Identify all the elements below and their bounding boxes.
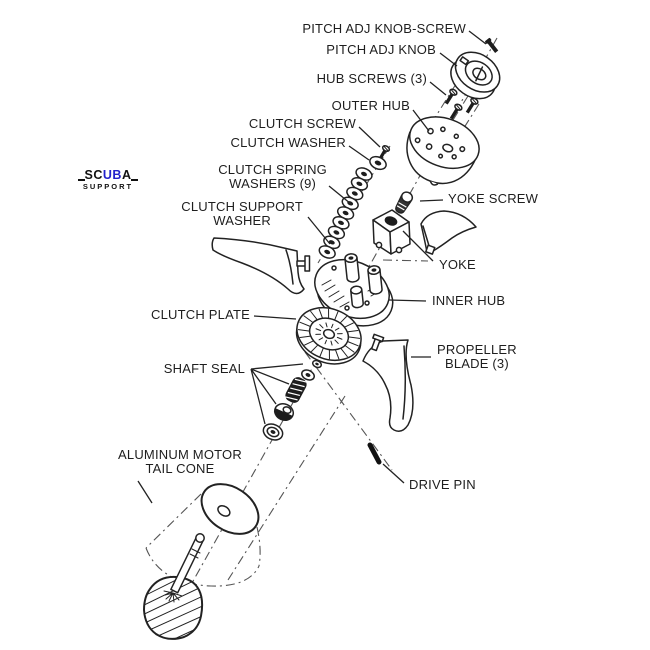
logo-letter: A: [121, 168, 132, 182]
label-propeller-blade: PROPELLER BLADE (3): [437, 342, 517, 371]
shaft-seal-spring-part: [285, 377, 308, 403]
label-inner-hub: INNER HUB: [432, 293, 506, 308]
label-pitch-adj-knob-screw: PITCH ADJ KNOB-SCREW: [302, 21, 466, 36]
label-clutch-plate: CLUTCH PLATE: [151, 307, 250, 322]
outer-hub-part: [406, 116, 480, 186]
label-pitch-adj-knob: PITCH ADJ KNOB: [326, 42, 436, 57]
yoke-screw-part: [395, 191, 414, 214]
tail-cone-part: [145, 483, 261, 587]
shaft-seal-grommet-part: [262, 423, 284, 441]
leader-lines: [137, 30, 487, 504]
label-clutch-support-washer: CLUTCH SUPPORT WASHER: [181, 199, 303, 228]
logo-left-dash: [78, 168, 85, 181]
label-clutch-screw: CLUTCH SCREW: [248, 116, 356, 131]
logo-letter: S: [84, 168, 94, 182]
propeller-blade-lower-part: [362, 333, 414, 432]
clutch-screw-part: [379, 145, 391, 159]
pitch-adj-knob-part: [450, 51, 501, 100]
label-yoke-screw: YOKE SCREW: [448, 191, 539, 206]
propeller-blade-upper-part: [420, 210, 477, 255]
label-aluminum-motor-tail-cone: ALUMINUM MOTOR TAIL CONE: [118, 447, 242, 476]
label-clutch-spring-washers: CLUTCH SPRING WASHERS (9): [218, 162, 327, 191]
hub-screws-part: [444, 88, 479, 120]
logo-right-dash: [131, 168, 138, 181]
drive-pin-part: [367, 442, 382, 465]
label-shaft-seal: SHAFT SEAL: [163, 361, 245, 376]
clutch-washer-part: [369, 155, 387, 171]
logo-letter: U: [102, 168, 113, 182]
label-yoke: YOKE: [439, 257, 476, 272]
propeller-blade-left-part: [211, 237, 311, 295]
shaft-seal-washers-part: [301, 359, 323, 381]
label-drive-pin: DRIVE PIN: [409, 477, 476, 492]
shaft-seal-seal-part: [273, 402, 295, 422]
logo-subtitle: SUPPORT: [82, 182, 134, 191]
logo-letter: C: [93, 168, 103, 182]
label-outer-hub: OUTER HUB: [331, 98, 410, 113]
pitch-adj-knob-screw-part: [485, 37, 499, 53]
logo-letter: B: [112, 168, 122, 182]
clutch-plate-part: [295, 306, 362, 365]
label-hub-screws: HUB SCREWS (3): [316, 71, 427, 86]
label-clutch-washer: CLUTCH WASHER: [230, 135, 346, 150]
motor-shaft-part: [163, 533, 205, 603]
yoke-part: [372, 209, 411, 255]
clutch-spring-washers-part: [318, 167, 373, 259]
